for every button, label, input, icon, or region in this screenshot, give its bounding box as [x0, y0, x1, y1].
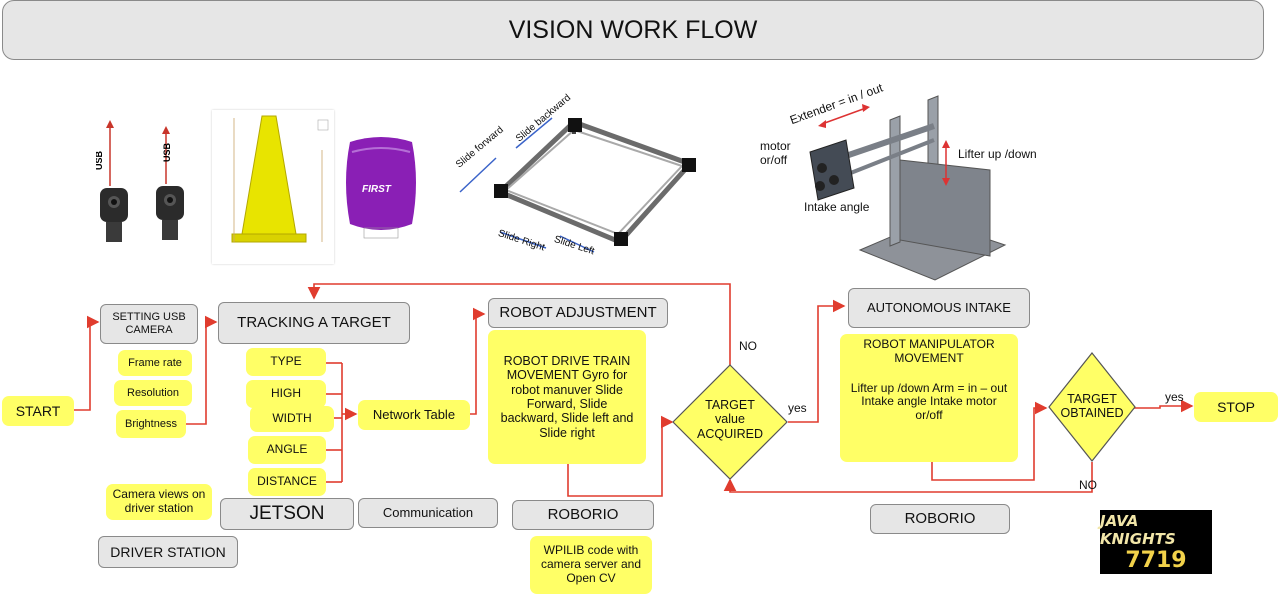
webcam-image-2: USB [152, 124, 194, 250]
jetson-box: JETSON [220, 498, 354, 530]
intake-angle-label: Intake angle [804, 200, 870, 214]
no-bottom-label: NO [1079, 478, 1097, 492]
setting-usb-camera-box: SETTING USB CAMERA [100, 304, 198, 344]
usb-label-2: USB [162, 142, 172, 162]
camera-views-box: Camera views on driver station [106, 484, 212, 520]
title-text: VISION WORK FLOW [508, 15, 758, 44]
width-box: WIDTH [250, 406, 334, 432]
driver-station-box: DRIVER STATION [98, 536, 238, 568]
target-obtained-label: TARGET OBTAINED [1060, 392, 1124, 421]
robot-manipulator-box: ROBOT MANIPULATOR MOVEMENT Lifter up /do… [840, 334, 1018, 462]
roborio-right-box: ROBORIO [870, 504, 1010, 534]
line-manip-diamond2 [931, 401, 1048, 481]
java-knights-logo: JAVA KNIGHTS 7719 [1100, 510, 1212, 574]
line-no-loop [307, 283, 731, 365]
target-obtained-diamond [1048, 352, 1136, 462]
usb-label-1: USB [96, 150, 104, 170]
manipulator-body: Lifter up /down Arm = in – out Intake an… [850, 380, 1008, 423]
drive-frame-image: Slide forward Slide backward Slide Right… [454, 92, 704, 264]
lifter-label: Lifter up /down [958, 147, 1037, 161]
line-start-usb [74, 315, 100, 411]
webcam-image-1: USB [94, 118, 138, 252]
manipulator-title: ROBOT MANIPULATOR MOVEMENT [863, 337, 995, 365]
no-top-label: NO [739, 339, 757, 353]
line-yes-auto [788, 299, 846, 423]
logo-line1: JAVA KNIGHTS [1100, 511, 1176, 548]
yes-mid-label: yes [788, 401, 807, 415]
motor-label: motor or/off [760, 139, 791, 167]
cube-image: FIRST [340, 132, 422, 246]
network-table-box: Network Table [358, 400, 470, 430]
cone-image [212, 110, 334, 264]
wpilib-box: WPILIB code with camera server and Open … [530, 536, 652, 594]
first-label: FIRST [362, 184, 392, 195]
tracking-target-box: TRACKING A TARGET [218, 302, 410, 344]
frame-rate-box: Frame rate [118, 350, 192, 376]
start-box: START [2, 396, 74, 426]
distance-box: DISTANCE [248, 468, 326, 496]
logo-line2: 7719 [1125, 547, 1187, 573]
line-drive-diamond [567, 415, 674, 497]
brightness-box: Brightness [116, 410, 186, 438]
communication-box: Communication [358, 498, 498, 528]
resolution-box: Resolution [114, 380, 192, 406]
line-network-adjust [470, 307, 486, 415]
target-acquired-label: TARGET value ACQUIRED [697, 398, 763, 441]
angle-box: ANGLE [248, 436, 326, 464]
line-no-bottom [723, 462, 1093, 493]
yes-right-label: yes [1165, 390, 1184, 404]
robot-adjustment-box: ROBOT ADJUSTMENT [488, 298, 668, 328]
robot-drive-box: ROBOT DRIVE TRAIN MOVEMENT Gyro for robo… [488, 330, 646, 464]
roborio-left-box: ROBORIO [512, 500, 654, 530]
type-box: TYPE [246, 348, 326, 376]
stop-box: STOP [1194, 392, 1278, 422]
high-box: HIGH [246, 380, 326, 408]
line-brightness-tracking [185, 315, 218, 425]
line-yes-stop [1134, 399, 1194, 413]
autonomous-intake-box: AUTONOMOUS INTAKE [848, 288, 1030, 328]
intake-mechanism-image: Extender = in / out motor or/off Lifter … [750, 70, 1060, 286]
target-acquired-diamond [672, 364, 788, 480]
page-title: VISION WORK FLOW [2, 0, 1264, 60]
